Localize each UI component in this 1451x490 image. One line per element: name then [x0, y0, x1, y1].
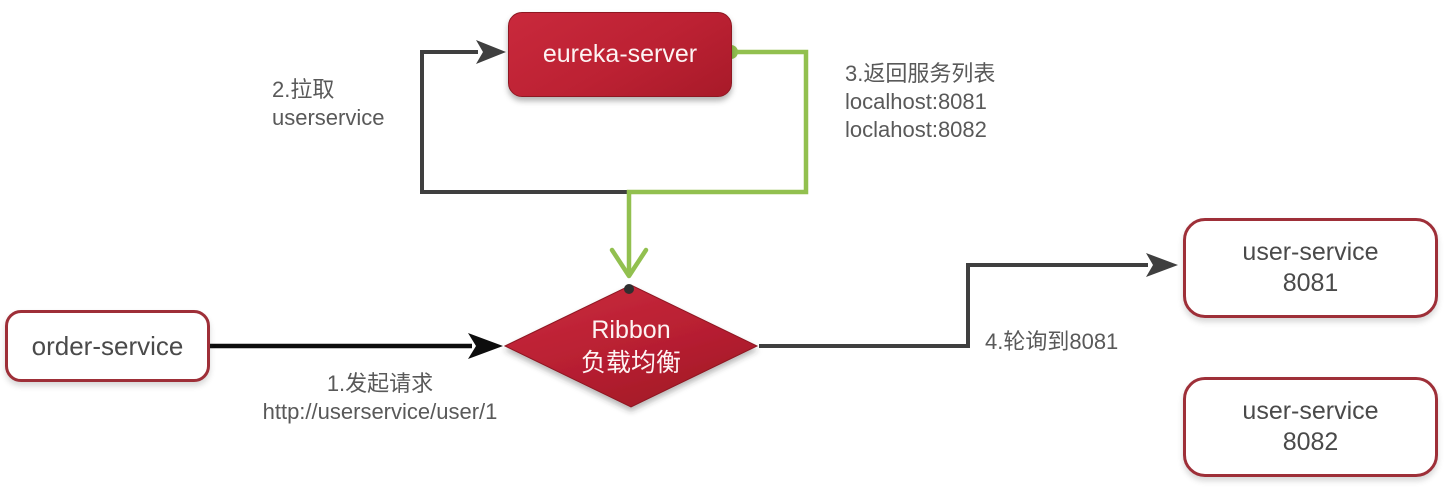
user-service-8082-name: user-service [1242, 397, 1379, 425]
user-service-8081-name: user-service [1242, 238, 1379, 266]
node-user-service-8081: user-service 8081 [1183, 218, 1438, 318]
ribbon-subtitle: 负载均衡 [580, 349, 681, 377]
step4-text: 4.轮询到8081 [985, 329, 1119, 354]
ribbon-top-anchor-dot [624, 284, 634, 294]
connector-poll-8081 [759, 253, 1178, 348]
ribbon-diamond [503, 284, 759, 408]
step3-line2: localhost:8081 [845, 89, 987, 114]
label-step2-pull: 2.拉取 userservice [272, 76, 384, 132]
node-eureka-server: eureka-server [508, 12, 732, 97]
order-service-label: order-service [31, 330, 184, 361]
eureka-server-label: eureka-server [542, 40, 698, 68]
step3-line3: loclahost:8082 [845, 117, 987, 142]
label-step1-request: 1.发起请求 http://userservice/user/1 [240, 370, 520, 426]
step2-line1: 2.拉取 [272, 77, 335, 102]
user-service-8082-port: 8082 [1282, 428, 1339, 456]
arrowhead-into-user8081 [1146, 253, 1178, 277]
connector-request [210, 333, 503, 359]
user-service-8081-port: 8081 [1282, 269, 1339, 297]
node-order-service: order-service [5, 310, 210, 382]
node-user-service-8082: user-service 8082 [1183, 377, 1438, 477]
label-step3-return-list: 3.返回服务列表 localhost:8081 loclahost:8082 [845, 60, 995, 144]
arrowhead-into-ribbon-left [468, 333, 503, 359]
step2-line2: userservice [272, 105, 385, 130]
step1-line2: http://userservice/user/1 [262, 399, 498, 424]
arrowhead-into-eureka [476, 40, 506, 64]
step3-line1: 3.返回服务列表 [845, 61, 996, 86]
ribbon-diamond-label: Ribbon 负载均衡 [531, 314, 731, 380]
label-step4-poll: 4.轮询到8081 [985, 328, 1118, 356]
step1-line1: 1.发起请求 [326, 371, 434, 396]
arrowhead-into-ribbon [609, 247, 649, 279]
connector-pull-userservice [420, 40, 628, 194]
ribbon-title: Ribbon [591, 316, 671, 344]
